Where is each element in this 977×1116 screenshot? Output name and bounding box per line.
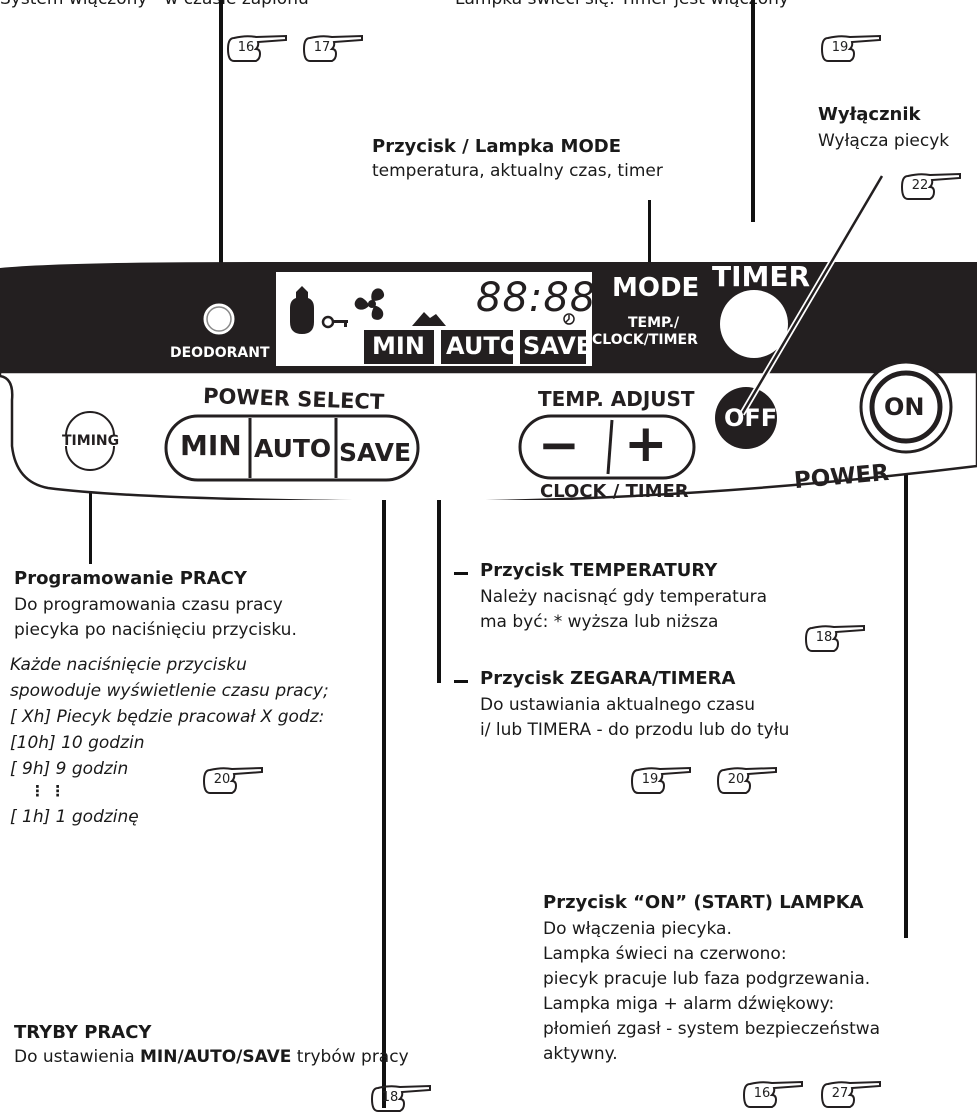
timing-note-italic: [10h] 10 godzin xyxy=(10,733,145,753)
deodorant-label: DEODORANT xyxy=(170,345,270,361)
set-temp-label: SET TEMP.: ROOM TEMP. xyxy=(403,249,594,265)
page-ref-pointer: 20 xyxy=(202,766,266,796)
control-panel xyxy=(0,174,977,500)
temp-adjust-label: TEMP. ADJUST xyxy=(538,387,695,411)
clock-note-title: Przycisk ZEGARA/TIMERA xyxy=(480,668,736,689)
leader-timer xyxy=(751,0,755,222)
temp-adjust-capsule xyxy=(518,414,696,480)
page-ref-pointer: 19 xyxy=(820,34,884,64)
off-desc: Wyłącza piecyk xyxy=(818,131,950,151)
lcd-time-readout: 88:88 xyxy=(476,275,597,321)
timing-note-italic: [ 9h] 9 godzin xyxy=(10,759,129,779)
temp-minus-button[interactable]: − xyxy=(538,416,580,474)
timing-note-italic: Każde naciśnięcie przycisku xyxy=(10,655,247,675)
page-ref-pointer: 16 xyxy=(226,34,290,64)
fan-icon xyxy=(354,288,385,320)
on-note-title: Przycisk “ON” (START) LAMPKA xyxy=(543,892,864,913)
page-ref-pointer: 27 xyxy=(820,1080,884,1110)
flame-level-icon xyxy=(412,312,446,326)
leader-adjust-v xyxy=(437,455,441,683)
leader-deodorant xyxy=(219,0,223,316)
page-ref-pointer: 18 xyxy=(370,1084,434,1114)
clock-timer-label: CLOCK / TIMER xyxy=(540,481,689,502)
lcd-auto-label: AUTO xyxy=(446,332,521,360)
temp-plus-button[interactable]: + xyxy=(624,414,668,474)
leader-modes xyxy=(382,472,386,1108)
timing-button[interactable]: TIMING xyxy=(62,433,120,449)
page-ref-pointer: 22 xyxy=(900,172,964,202)
mode-sub-clock-timer: CLOCK/TIMER xyxy=(592,332,698,348)
lcd-save-box xyxy=(520,330,586,364)
on-note-line: płomień zgasł - system bezpieczeństwa xyxy=(543,1019,881,1039)
on-note-line: Lampka miga + alarm dźwiękowy: xyxy=(543,994,835,1014)
mode-button[interactable]: MODE xyxy=(612,273,700,303)
lcd-min-box xyxy=(364,330,434,364)
power-save-button[interactable]: SAVE xyxy=(339,438,412,467)
mode-sub-temp: TEMP./ xyxy=(628,315,680,331)
off-button[interactable]: OFF xyxy=(724,404,778,432)
mode-title: Przycisk / Lampka MODE xyxy=(372,136,622,157)
mode-desc: temperatura, aktualny czas, timer xyxy=(372,161,663,181)
timing-note-italic: spowoduje wyświetlenie czasu pracy; xyxy=(10,681,329,701)
clock-icon xyxy=(563,313,575,325)
page-ref-pointer: 16 xyxy=(742,1080,806,1110)
power-auto-button[interactable]: AUTO xyxy=(254,434,332,463)
temp-note-line: ma być: * wyższa lub niższa xyxy=(480,612,719,632)
deodorant-note: System włączony - w czasie zapłonu xyxy=(0,0,309,10)
timing-note-line: piecyka po naciśnięciu przycisku. xyxy=(14,620,297,640)
on-note-line: aktywny. xyxy=(543,1044,618,1064)
off-button-body xyxy=(715,387,777,449)
page-ref-pointer: 20 xyxy=(716,766,780,796)
on-note-line: Do włączenia piecyka. xyxy=(543,919,732,939)
leader-on xyxy=(904,436,908,938)
page-ref-pointer: 17 xyxy=(302,34,366,64)
lcd-min-label: MIN xyxy=(372,332,425,360)
timing-note-ellipsis: ⋮ ⋮ xyxy=(30,782,66,800)
on-note-line: piecyk pracuje lub faza podgrzewania. xyxy=(543,969,871,989)
clock-note-line: i/ lub TIMERA - do przodu lub do tyłu xyxy=(480,720,790,740)
timer-note: Lampka świeci się: Timer jest włączony xyxy=(455,0,789,10)
timing-note-line: Do programowania czasu pracy xyxy=(14,595,283,615)
timing-note-italic: [ 1h] 1 godzinę xyxy=(10,807,139,827)
leader-clock-tick xyxy=(454,680,468,683)
timer-lamp-icon xyxy=(720,290,788,358)
modes-note-title: TRYBY PRACY xyxy=(14,1022,152,1043)
timer-label: TIMER xyxy=(712,260,811,293)
fuel-tank-icon xyxy=(290,286,314,334)
leader-off xyxy=(740,175,884,415)
leader-mode xyxy=(648,200,651,270)
leader-temp-tick xyxy=(454,572,468,575)
on-button[interactable]: ON xyxy=(884,393,925,421)
timing-note-title: Programowanie PRACY xyxy=(14,568,247,589)
timing-button-arc xyxy=(65,411,115,437)
modes-note-line: Do ustawienia MIN/AUTO/SAVE trybów pracy xyxy=(14,1047,409,1067)
page-ref-pointer: 19 xyxy=(630,766,694,796)
on-note-line: Lampka świeci na czerwono: xyxy=(543,944,787,964)
lcd-save-label: SAVE xyxy=(523,332,593,360)
power-select-capsule xyxy=(164,414,420,482)
temp-note-title: Przycisk TEMPERATURY xyxy=(480,560,718,581)
clock-note-line: Do ustawiania aktualnego czasu xyxy=(480,695,755,715)
page-ref-pointer: 18 xyxy=(804,624,868,654)
lcd-auto-box xyxy=(441,330,513,364)
timing-note-italic: [ Xh] Piecyk będzie pracował X godz: xyxy=(10,707,325,727)
on-button-body xyxy=(869,370,943,444)
temp-note-line: Należy nacisnąć gdy temperatura xyxy=(480,587,767,607)
power-min-button[interactable]: MIN xyxy=(180,429,242,462)
off-title: Wyłącznik xyxy=(818,104,921,125)
key-icon xyxy=(321,315,348,329)
